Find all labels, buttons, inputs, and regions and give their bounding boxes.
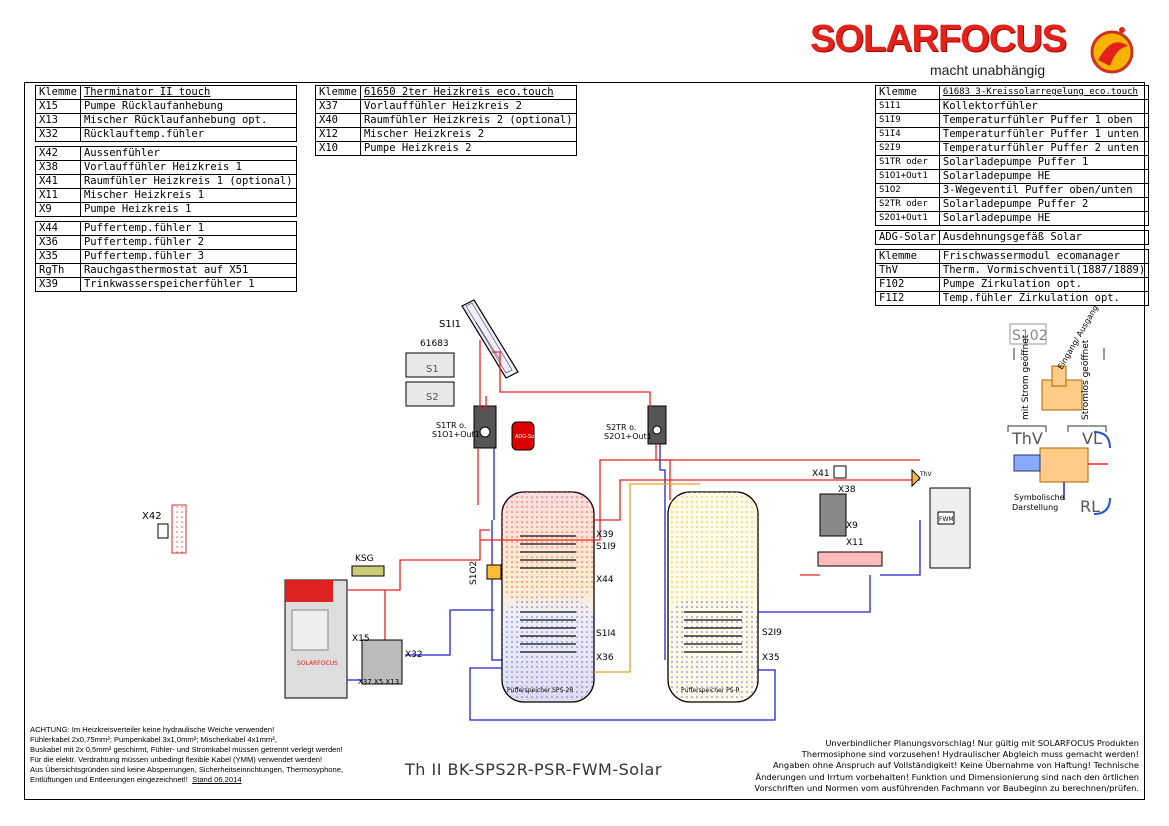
- label-ctrlid: 61683: [420, 339, 449, 349]
- label-vl: VL: [1082, 429, 1102, 448]
- buffer-tank-2: [667, 491, 759, 703]
- label-rl: RL: [1080, 497, 1100, 516]
- label-x42: X42: [142, 511, 162, 522]
- label-ksg: KSG: [355, 554, 374, 564]
- terminal-table-heizkreis2: Klemme 61650 2ter Heizkreis eco.touch X3…: [315, 85, 577, 156]
- label-station: S2O1+Out1: [604, 432, 652, 441]
- table-header-module: 61650 2ter Heizkreis eco.touch: [359, 85, 577, 100]
- label-x38: X38: [838, 485, 856, 495]
- boiler: SOLARFOCUS: [284, 579, 348, 699]
- label-ctrl1: S1: [426, 364, 439, 375]
- label-ctrl2: S2: [426, 392, 439, 403]
- heating-circuit-pump-group: [819, 493, 847, 537]
- label-mit: mit Strom geöffnet: [1021, 334, 1031, 420]
- buffer-tank-1: [501, 491, 595, 703]
- thv-valve: [911, 468, 921, 488]
- terminal-table-solar: Klemme 61683 3-Kreissolarregelung eco.to…: [875, 85, 1150, 306]
- outdoor-sensor: [157, 523, 169, 539]
- label-s2i9: S2I9: [762, 628, 782, 638]
- valve-legend: [1007, 323, 1111, 515]
- label-s1i4: S1I4: [596, 629, 616, 639]
- table-header-module: Therminator II touch: [79, 85, 297, 100]
- label-s1i9: S1I9: [596, 542, 616, 552]
- label-thv: ThV: [919, 471, 932, 478]
- drawing-frame: [24, 82, 1145, 800]
- table-header-klemme: Klemme: [875, 249, 940, 264]
- stand-label: Stand 06.2014: [192, 775, 242, 784]
- label-x41: X41: [812, 469, 830, 479]
- label-tank1: Pufferspeicher SPS-2R: [507, 687, 573, 694]
- logo-slogan: macht unabhängig: [930, 62, 1046, 78]
- notes-right: Unverbindlicher Planungsvorschlag! Nur g…: [754, 738, 1139, 793]
- solar-controller: [405, 352, 455, 407]
- label-x37: X37 X5 X13: [358, 678, 399, 686]
- label-adg: ADG-Solar: [515, 434, 542, 440]
- drawing-title: Th II BK-SPS2R-PSR-FWM-Solar: [405, 760, 662, 779]
- ksg-group: [351, 565, 385, 577]
- heating-distributor: [817, 551, 883, 567]
- solar-collector: [461, 299, 519, 379]
- label-eing: Eingang/ Ausgang: [1056, 304, 1100, 371]
- label-strom: Stromlos geöffnet: [1081, 339, 1091, 420]
- label-x39: X39: [596, 530, 614, 540]
- label-fwm: FWM: [939, 516, 954, 523]
- label-tank2: Pufferspeicher PS-R: [681, 687, 740, 694]
- label-x32: X32: [405, 650, 423, 660]
- logo-wordmark: SOLARFOCUS: [810, 18, 1067, 60]
- label-station: Darstellung: [1012, 503, 1058, 512]
- svg-text:SOLARFOCUS: SOLARFOCUS: [297, 660, 338, 667]
- label-coll: S1I1: [439, 319, 461, 330]
- label-station: Symbolische: [1014, 493, 1065, 502]
- label-x11: X11: [846, 538, 864, 548]
- outdoor-wall: [171, 504, 187, 554]
- label-station: S2TR o.: [606, 423, 636, 432]
- label-x15: X15: [352, 634, 370, 644]
- table-header-klemme: Klemme: [875, 85, 940, 100]
- label-thv: ThV: [1011, 429, 1043, 448]
- solar-station-2: [647, 405, 667, 445]
- label-x44: X44: [596, 575, 614, 585]
- table-header-module: Frischwassermodul ecomanager: [938, 249, 1150, 264]
- fresh-water-module: [929, 487, 971, 569]
- label-x36: X36: [596, 653, 614, 663]
- label-x9: X9: [846, 521, 858, 531]
- label-station: S1TR o.: [436, 421, 466, 430]
- label-s102: S102: [1012, 328, 1048, 344]
- room-sensor: [833, 465, 847, 479]
- label-x35: X35: [762, 653, 780, 663]
- label-station: S1O1+Out1: [432, 430, 480, 439]
- label-valve: S1O2: [469, 561, 479, 585]
- three-way-valve: [486, 564, 502, 580]
- notes-left: ACHTUNG: Im Heizkreisverteiler keine hyd…: [30, 725, 344, 784]
- expansion-vessel: [511, 421, 535, 451]
- return-boost-group: [361, 639, 403, 685]
